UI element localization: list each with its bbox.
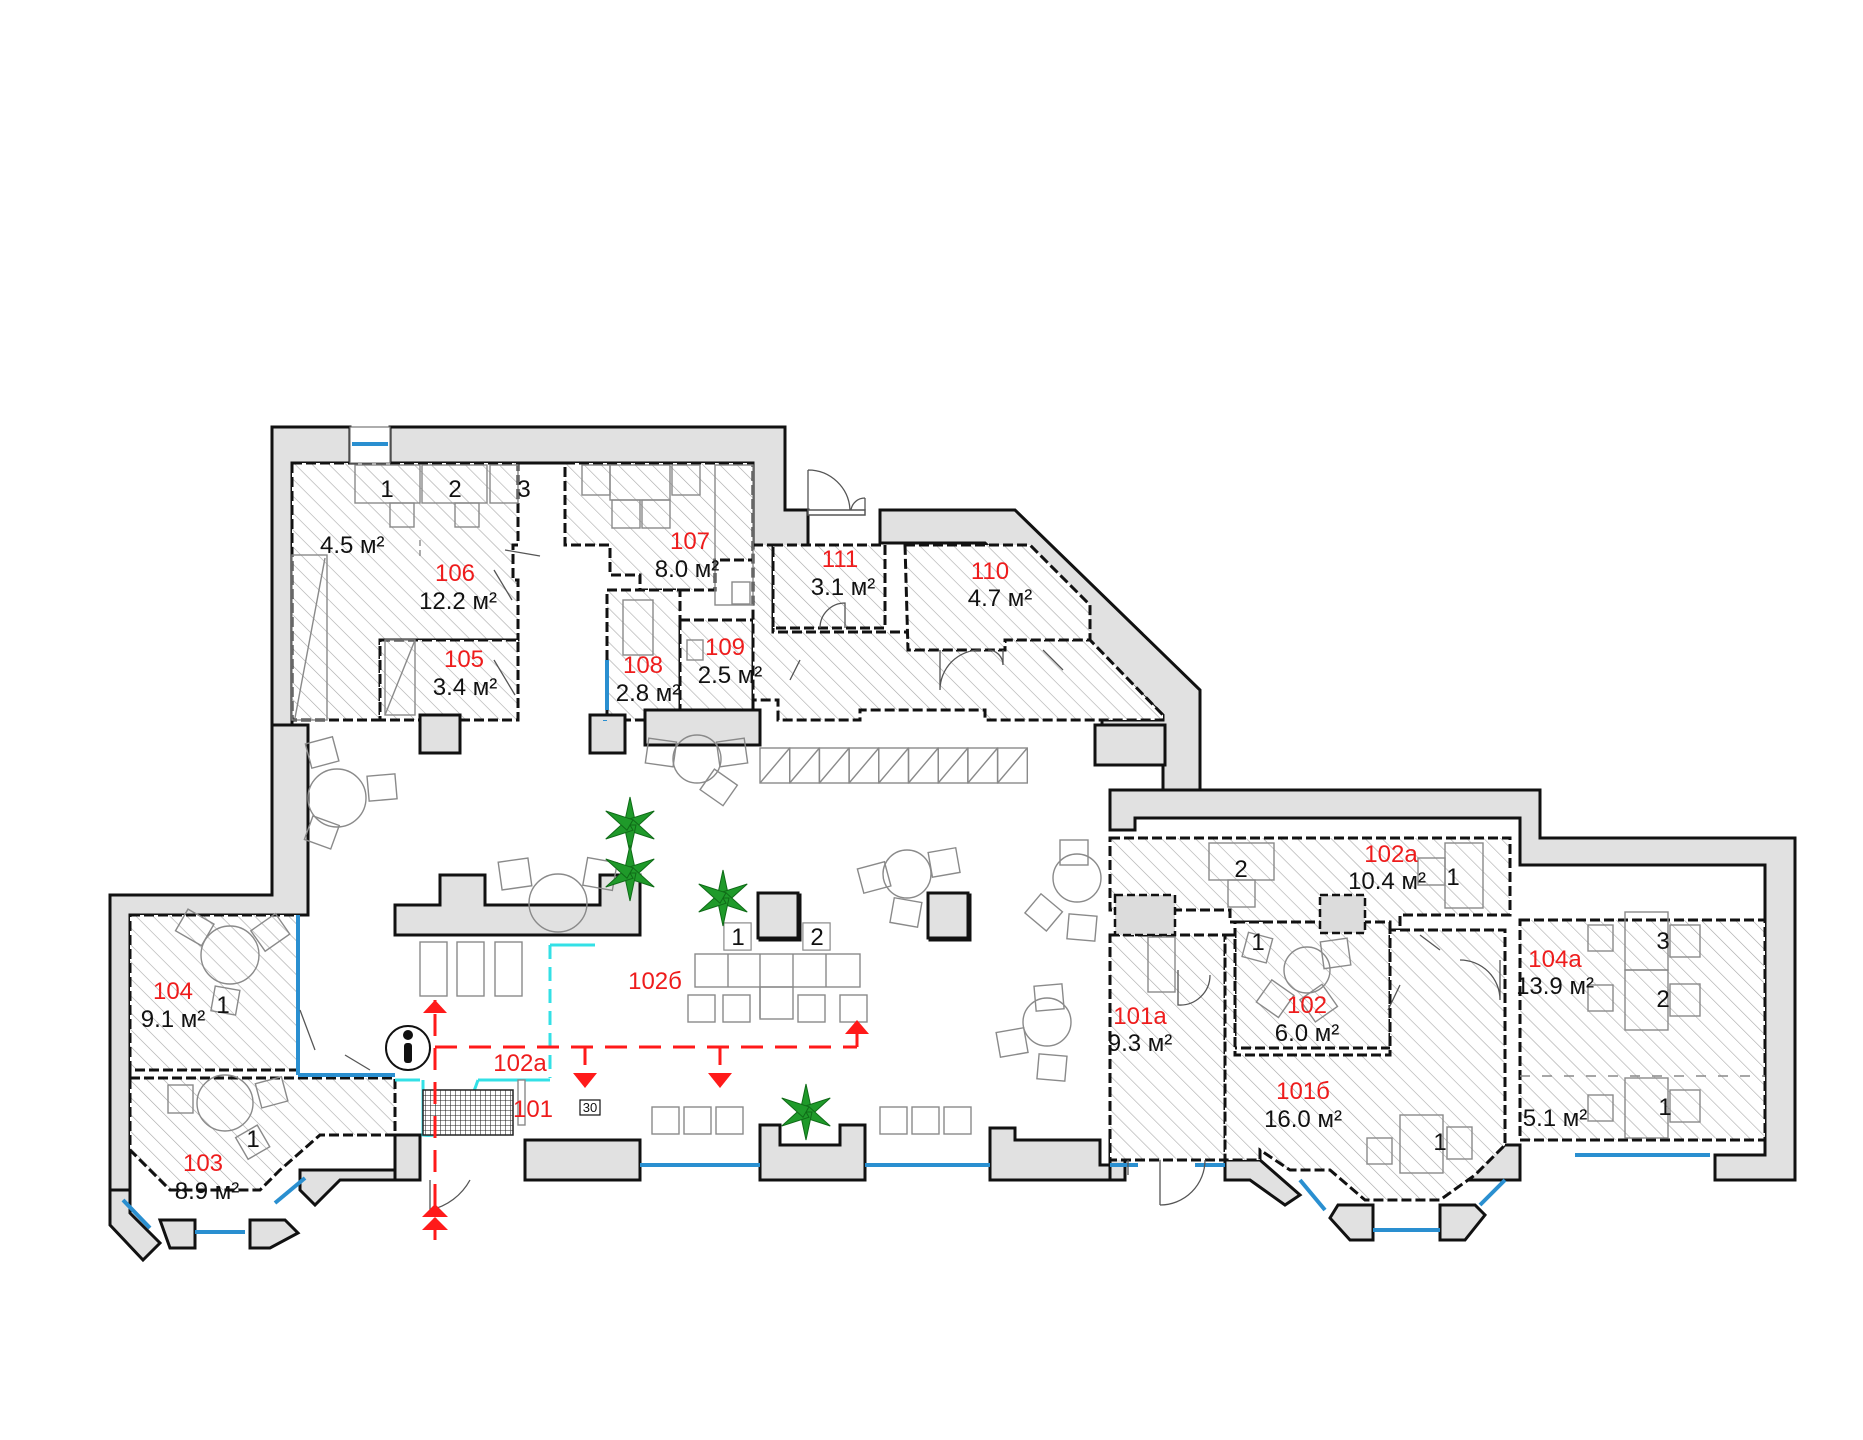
doors [299,469,1501,1211]
room-number: 104а [1528,946,1582,973]
seat-number: 1 [731,924,744,951]
exit-arrow-icon [422,1217,448,1230]
room-number: 103 [183,1150,223,1177]
shelf-diagonal [789,747,820,784]
seat-number: 2 [810,924,823,951]
room-area: 4.7 м² [968,585,1033,612]
plant-icon [781,1083,831,1141]
room-area: 12.2 м² [419,588,497,615]
seat-box-1 [723,922,752,951]
room-area: 9.3 м² [1108,1030,1173,1057]
room-111[interactable] [771,543,887,630]
room-area: 8.9 м² [175,1178,240,1205]
plant-icon [605,844,655,902]
room-number: 101б [1276,1078,1330,1105]
windows [121,426,1710,1234]
room-sub-area: 5.1 м² [1523,1105,1588,1132]
room-number: 104 [153,978,193,1005]
exit-arrow-icon [422,1204,448,1217]
room-number: 111 [822,546,858,573]
shelf-diagonal [907,747,939,784]
partition-columns [418,713,1367,937]
seat-box-2 [802,922,831,951]
evacuation-arrow-icon [423,1000,447,1013]
room-area: 3.4 м² [433,674,498,701]
plant-icon [698,869,748,927]
room-number: 106 [435,560,475,587]
shelf-diagonal [848,747,880,784]
room-number: 101а [1113,1003,1167,1030]
room-number: 105 [444,646,484,673]
furniture [167,464,1765,1174]
room-number: 107 [670,528,710,555]
room-number: 109 [705,634,745,661]
room-number: 110 [971,558,1009,585]
room-number: 101 [513,1096,553,1123]
evacuation-arrow-icon [708,1073,732,1088]
room-area: 2.5 м² [698,662,763,689]
shelf-diagonal [759,747,791,784]
plant-icon [605,796,655,854]
room-area: 6.0 м² [1275,1020,1340,1047]
room-area: 2.8 м² [616,680,681,707]
room-area: 16.0 м² [1264,1106,1342,1133]
room-area: 8.0 м² [655,556,720,583]
room-number: 102 [1287,992,1327,1019]
info-icon[interactable] [385,1025,431,1071]
room-area: 3.1 м² [811,574,876,601]
room-101b[interactable] [1223,928,1507,1202]
room-area: 10.4 м² [1348,868,1426,895]
room-102a-upper[interactable] [1108,836,1512,932]
seat-number: 3 [517,476,530,503]
capacity-tag-box [579,1099,601,1116]
hall-counter-block [393,708,972,942]
room-number: 102а [1364,841,1418,868]
entrance-mat [422,1089,514,1136]
room-area: 13.9 м² [1516,973,1594,1000]
seat-number: 1 [380,476,393,503]
shelf-diagonal [997,747,1028,784]
shelf-diagonal [967,747,999,784]
evacuation-arrow-icon [845,1020,869,1034]
door-swing-icon [807,469,851,511]
room-number: 102б [628,968,682,995]
room-area: 9.1 м² [141,1006,206,1033]
room-sub-area: 4.5 м² [320,532,385,559]
seat-number: 3 [1656,928,1669,955]
plants [605,796,831,1141]
seat-number: 2 [1656,986,1669,1013]
seat-number: 1 [1658,1094,1671,1121]
capacity-tag: 30 [583,1100,597,1115]
seat-number: 1 [216,992,229,1019]
corridor[interactable] [751,543,1165,722]
seat-number: 1 [246,1126,259,1153]
seat-number: 1 [1433,1129,1446,1156]
seat-number: 2 [1234,856,1247,883]
shelf-unit [996,747,1028,784]
seat-number: 1 [1251,929,1264,956]
labels: 1 2 3 4.5 м² 106 12.2 м² 107 8.0 м² 105 … [141,476,1672,1205]
shelf-diagonal [937,747,969,784]
room-number: 102а [493,1050,547,1077]
room-number: 108 [623,652,663,679]
room-110[interactable] [903,543,1092,652]
shelf-diagonal [878,747,910,784]
seat-number: 2 [448,476,461,503]
seat-number: 1 [1446,864,1459,891]
evacuation-route [422,1000,869,1240]
evacuation-arrow-icon [573,1073,597,1088]
shelf-diagonal [818,747,850,784]
bar-shelves [759,747,1028,784]
